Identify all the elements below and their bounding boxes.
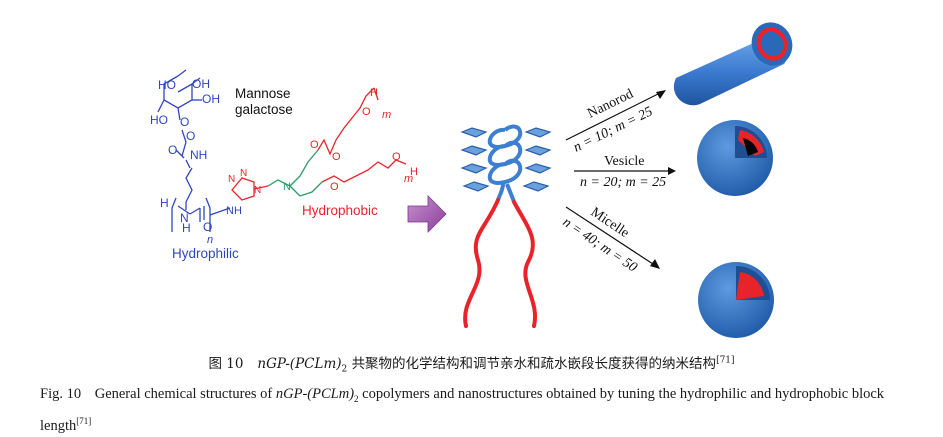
svg-text:N: N [180, 211, 189, 225]
svg-text:H: H [160, 196, 169, 210]
svg-text:O: O [168, 143, 177, 157]
caption-en-number: Fig. 10 [40, 386, 82, 402]
svg-text:OH: OH [202, 92, 220, 106]
caption-cn-polymer: nGP-(PCLm) [257, 356, 342, 372]
polymer-cartoon [460, 124, 552, 328]
pcl-chains [317, 87, 407, 183]
svg-text:NH: NH [226, 205, 242, 217]
caption-english: Fig. 10 General chemical structures of n… [40, 383, 910, 437]
figure-canvas: HO OH OH HO O O O NH Mannose galactose H… [150, 22, 793, 338]
sugar-labels: HO OH OH HO O O O NH [150, 77, 220, 162]
figure: HO OH OH HO O O O NH Mannose galactose H… [150, 22, 793, 338]
vesicle-label: Vesicle [604, 154, 644, 169]
caption-en-prefix: General chemical structures of [94, 386, 273, 402]
svg-text:n: n [207, 234, 213, 246]
chemical-structure: HO OH OH HO O O O NH Mannose galactose H… [150, 69, 418, 261]
svg-text:N: N [228, 174, 235, 185]
arrows: Nanorod n = 10; m = 25 Vesicle n = 20; m… [560, 87, 676, 276]
caption-en-polymer: nGP-(PCLm) [275, 386, 355, 402]
svg-text:O: O [362, 106, 371, 118]
svg-text:N: N [254, 185, 261, 196]
svg-text:O: O [203, 220, 212, 234]
svg-text:O: O [180, 115, 189, 129]
hydrophilic-label: Hydrophilic [172, 246, 239, 261]
vesicle-params: n = 20; m = 25 [580, 175, 666, 190]
svg-text:O: O [330, 181, 339, 193]
vesicle-shape [697, 120, 773, 196]
svg-text:N: N [283, 181, 291, 193]
svg-text:NH: NH [190, 148, 207, 162]
galactose-label: galactose [235, 102, 293, 117]
nanorod-shape [673, 22, 793, 106]
svg-text:H: H [370, 87, 378, 99]
svg-text:HO: HO [158, 78, 176, 92]
caption-cn-ref[interactable]: [71] [716, 355, 735, 366]
svg-text:O: O [392, 151, 401, 163]
svg-text:m: m [404, 173, 413, 185]
nanorod-params: n = 10; m = 25 [571, 104, 655, 155]
caption-cn-number: 图 10 [208, 356, 244, 372]
caption-cn-text: 共聚物的化学结构和调节亲水和疏水嵌段长度获得的纳米结构 [351, 356, 717, 372]
svg-text:O: O [332, 151, 341, 163]
caption-cn-subscript: 2 [341, 364, 348, 375]
transition-arrow [407, 195, 447, 233]
triazole [231, 177, 269, 201]
caption-en-ref[interactable]: [71] [76, 415, 92, 426]
svg-text:HO: HO [150, 113, 168, 127]
backbone [171, 197, 231, 232]
svg-text:H: H [182, 221, 191, 235]
mannose-label: Mannose [235, 86, 291, 101]
hydrophobic-label: Hydrophobic [302, 203, 378, 218]
caption-chinese: 图 10 nGP-(PCLm)2 共聚物的化学结构和调节亲水和疏水嵌段长度获得的纳… [0, 352, 943, 375]
linker [267, 149, 323, 197]
svg-text:OH: OH [192, 77, 210, 91]
svg-text:N: N [240, 168, 247, 179]
micelle-shape [698, 262, 774, 338]
caption-en-text2: block length [40, 386, 885, 434]
svg-text:m: m [382, 109, 391, 121]
caption-en-subscript: 2 [354, 393, 359, 404]
svg-text:O: O [186, 129, 195, 143]
svg-text:O: O [310, 139, 319, 151]
svg-text:H: H [410, 166, 418, 178]
sugar-ring [157, 69, 202, 210]
caption-en-text1: copolymers and nanostructures obtained b… [362, 386, 849, 402]
